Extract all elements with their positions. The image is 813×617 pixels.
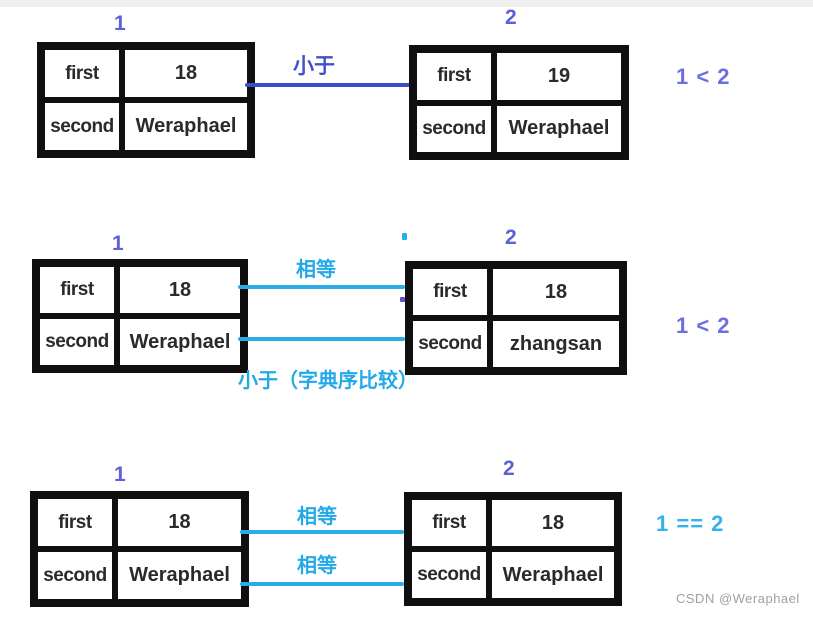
row3-right-pair-number: 2: [503, 457, 515, 480]
row1-right-second-value: Weraphael: [494, 102, 624, 155]
row1-connector-line: [245, 83, 410, 87]
row2-right-pair-table: first 18 second zhangsan: [405, 261, 627, 375]
row3-first-connector-line: [240, 530, 404, 534]
row3-second-compare-annotation: 相等: [297, 555, 337, 577]
row1-left-first-key: first: [42, 47, 122, 100]
row3-right-pair-table: first 18 second Weraphael: [404, 492, 622, 606]
row2-second-connector-line: [238, 337, 405, 341]
row3-right-first-key: first: [409, 497, 489, 549]
row1-right-pair-number: 2: [505, 6, 517, 29]
row1-left-second-key: second: [42, 100, 122, 153]
row3-right-first-value: 18: [489, 497, 617, 549]
row2-left-pair-table: first 18 second Weraphael: [32, 259, 248, 373]
row1-right-second-key: second: [414, 102, 494, 155]
row3-right-second-value: Weraphael: [489, 549, 617, 601]
row2-right-first-value: 18: [490, 266, 622, 318]
row2-second-compare-annotation: 小于（字典序比较）: [238, 370, 418, 392]
stray-cyan-mark: [402, 233, 407, 240]
row2-left-first-value: 18: [117, 264, 243, 316]
stray-purple-mark: [400, 297, 405, 302]
row3-first-compare-annotation: 相等: [297, 506, 337, 528]
row3-second-connector-line: [240, 582, 404, 586]
row2-right-second-key: second: [410, 318, 490, 370]
row2-left-second-value: Weraphael: [117, 316, 243, 368]
row2-result-text: 1 < 2: [676, 313, 731, 338]
row3-right-second-key: second: [409, 549, 489, 601]
row2-first-compare-annotation: 相等: [296, 259, 336, 281]
row3-result-text: 1 == 2: [656, 511, 725, 536]
row1-result-text: 1 < 2: [676, 64, 731, 89]
row1-right-first-key: first: [414, 50, 494, 103]
row1-left-pair-number: 1: [114, 12, 126, 35]
row2-right-second-value: zhangsan: [490, 318, 622, 370]
row3-left-second-key: second: [35, 549, 115, 602]
row2-left-first-key: first: [37, 264, 117, 316]
watermark-text: CSDN @Weraphael: [676, 591, 800, 606]
row3-left-first-value: 18: [115, 496, 244, 549]
row3-left-pair-number: 1: [114, 463, 126, 486]
top-edge-strip: [0, 0, 813, 7]
row3-left-first-key: first: [35, 496, 115, 549]
row3-left-second-value: Weraphael: [115, 549, 244, 602]
row2-left-second-key: second: [37, 316, 117, 368]
row1-compare-annotation: 小于: [293, 55, 335, 78]
row2-right-pair-number: 2: [505, 226, 517, 249]
row3-left-pair-table: first 18 second Weraphael: [30, 491, 249, 607]
row2-right-first-key: first: [410, 266, 490, 318]
row1-right-first-value: 19: [494, 50, 624, 103]
row1-left-pair-table: first 18 second Weraphael: [37, 42, 255, 158]
row2-left-pair-number: 1: [112, 232, 124, 255]
row1-left-second-value: Weraphael: [122, 100, 250, 153]
row1-left-first-value: 18: [122, 47, 250, 100]
row2-first-connector-line: [238, 285, 405, 289]
row1-right-pair-table: first 19 second Weraphael: [409, 45, 629, 160]
